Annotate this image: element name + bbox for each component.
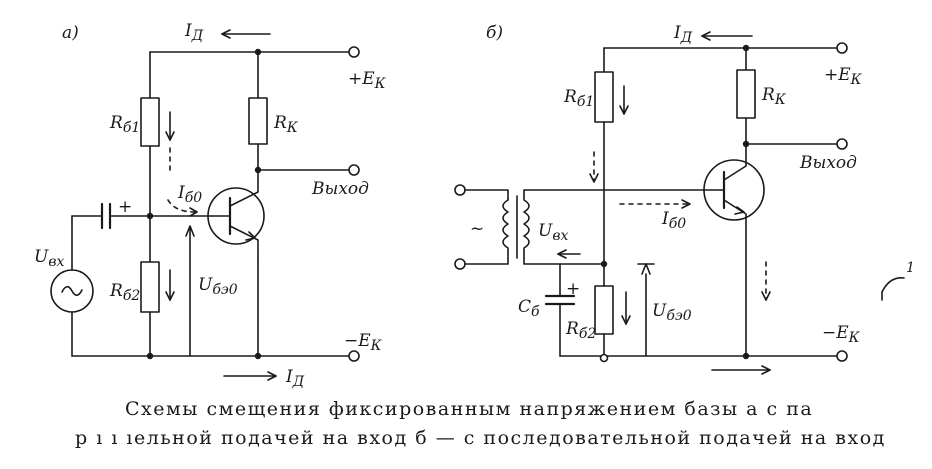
b-supply-neg: −EК [822, 323, 861, 346]
b-supply-pos: +EК [824, 65, 863, 88]
a-id-label-bottom: IД [285, 367, 305, 390]
a-resistor-rb2 [140, 261, 160, 313]
caption-line-1: Схемы смещения фиксированным напряжением… [125, 398, 814, 420]
b-uin-label: Uвх [538, 221, 568, 244]
a-terminal-output[interactable] [348, 164, 360, 176]
b-resistor-rk [736, 69, 756, 119]
circuit-diagrams: а) +EК IД Rб1 Iб0 Rб2 + [34, 21, 915, 390]
a-id-label-top: IД [184, 21, 204, 44]
a-rb2-label: Rб2 [109, 281, 140, 304]
a-cap-plus: + [118, 197, 132, 217]
b-ib0-label: Iб0 [661, 209, 686, 232]
a-ib0-label: Iб0 [177, 183, 202, 206]
b-rb1-label: Rб1 [563, 87, 594, 110]
a-supply-pos: +EК [348, 69, 387, 92]
circuit-b: б) +EК IД Rб1 Iб0 ~ Uвх [454, 23, 863, 375]
b-rk-label: RК [761, 85, 787, 108]
b-terminal-in2[interactable] [454, 258, 466, 270]
b-transformer-secondary [523, 189, 605, 265]
b-transformer-primary [464, 199, 509, 265]
b-rb2-label: Rб2 [565, 319, 596, 342]
a-ube0-label: Uбэ0 [198, 275, 238, 298]
a-resistor-rb1 [140, 97, 160, 147]
panel-b-label: б) [486, 23, 503, 43]
b-terminal-output[interactable] [836, 138, 848, 150]
b-id-label-top: IД [673, 23, 693, 46]
a-resistor-rk [248, 97, 268, 145]
margin-hook [881, 276, 905, 293]
b-terminal-in1[interactable] [454, 184, 466, 196]
b-resistor-rb1 [594, 71, 614, 123]
b-resistor-rb2 [594, 285, 614, 335]
margin-number: 1 [906, 260, 915, 276]
a-rb1-label: Rб1 [109, 113, 140, 136]
a-terminal-neg[interactable] [348, 350, 360, 362]
b-ac-symbol: ~ [470, 219, 484, 239]
b-terminal-neg[interactable] [836, 350, 848, 362]
a-terminal-pos[interactable] [348, 46, 360, 58]
b-terminal-pos[interactable] [836, 42, 848, 54]
caption-line-2: р ı ı ıельной подачей на вход б — с посл… [75, 427, 886, 449]
a-rk-label: RК [273, 113, 299, 136]
b-output-label: Выход [799, 153, 857, 173]
b-cb-label: Cб [518, 297, 540, 320]
b-transistor [703, 159, 765, 221]
a-supply-neg: −EК [344, 331, 383, 354]
a-output-label: Выход [311, 179, 369, 199]
b-ube0-label: Uбэ0 [652, 301, 692, 324]
a-transistor [207, 187, 265, 245]
a-uin-label: Uвх [34, 247, 64, 270]
circuit-a: а) +EК IД Rб1 Iб0 Rб2 + [34, 21, 387, 390]
panel-a-label: а) [62, 23, 79, 43]
b-cap-plus: + [566, 279, 580, 299]
